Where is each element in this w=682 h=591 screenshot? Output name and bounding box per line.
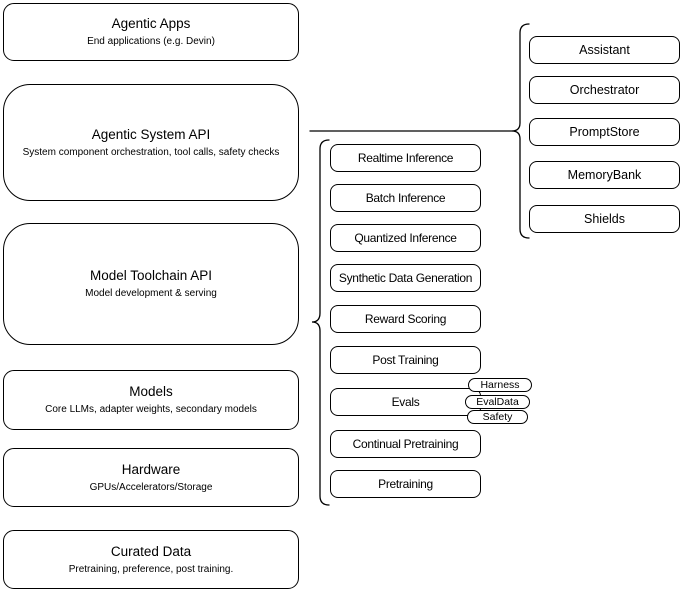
node-subtitle: Pretraining, preference, post training. (68, 563, 234, 575)
node-shields: Shields (529, 205, 680, 233)
node-post-training: Post Training (330, 346, 481, 374)
node-continual-pretraining: Continual Pretraining (330, 430, 481, 458)
node-synthetic-data-generation: Synthetic Data Generation (330, 264, 481, 292)
node-orchestrator: Orchestrator (529, 76, 680, 104)
node-agentic-apps: Agentic Apps End applications (e.g. Devi… (3, 3, 299, 61)
node-evals: Evals (330, 388, 481, 416)
node-reward-scoring: Reward Scoring (330, 305, 481, 333)
node-title: Curated Data (110, 543, 192, 559)
node-agentic-system-api: Agentic System API System component orch… (3, 84, 299, 201)
node-quantized-inference: Quantized Inference (330, 224, 481, 252)
node-hardware: Hardware GPUs/Accelerators/Storage (3, 448, 299, 507)
node-subtitle: Core LLMs, adapter weights, secondary mo… (45, 404, 257, 415)
node-curated-data: Curated Data Pretraining, preference, po… (3, 530, 299, 589)
node-title: Hardware (121, 461, 181, 477)
node-model-toolchain-api: Model Toolchain API Model development & … (3, 223, 299, 345)
node-title: Agentic System API (91, 126, 211, 142)
node-pretraining: Pretraining (330, 470, 481, 498)
node-assistant: Assistant (529, 36, 680, 64)
node-realtime-inference: Realtime Inference (330, 144, 481, 172)
node-subtitle: Model development & serving (85, 288, 217, 299)
pill-harness: Harness (468, 378, 532, 392)
node-subtitle: GPUs/Accelerators/Storage (89, 481, 213, 493)
node-promptstore: PromptStore (529, 118, 680, 146)
node-title: Models (129, 384, 173, 399)
node-title: Agentic Apps (111, 16, 191, 31)
node-models: Models Core LLMs, adapter weights, secon… (3, 370, 299, 430)
node-subtitle: End applications (e.g. Devin) (87, 36, 215, 47)
brace-agentic-components (511, 23, 530, 239)
node-memorybank: MemoryBank (529, 161, 680, 189)
pill-evaldata: EvalData (465, 395, 530, 409)
node-batch-inference: Batch Inference (330, 184, 481, 212)
node-title: Model Toolchain API (89, 268, 213, 283)
node-subtitle: System component orchestration, tool cal… (22, 146, 280, 158)
pill-safety: Safety (467, 410, 528, 424)
brace-toolchain-components (311, 139, 330, 506)
